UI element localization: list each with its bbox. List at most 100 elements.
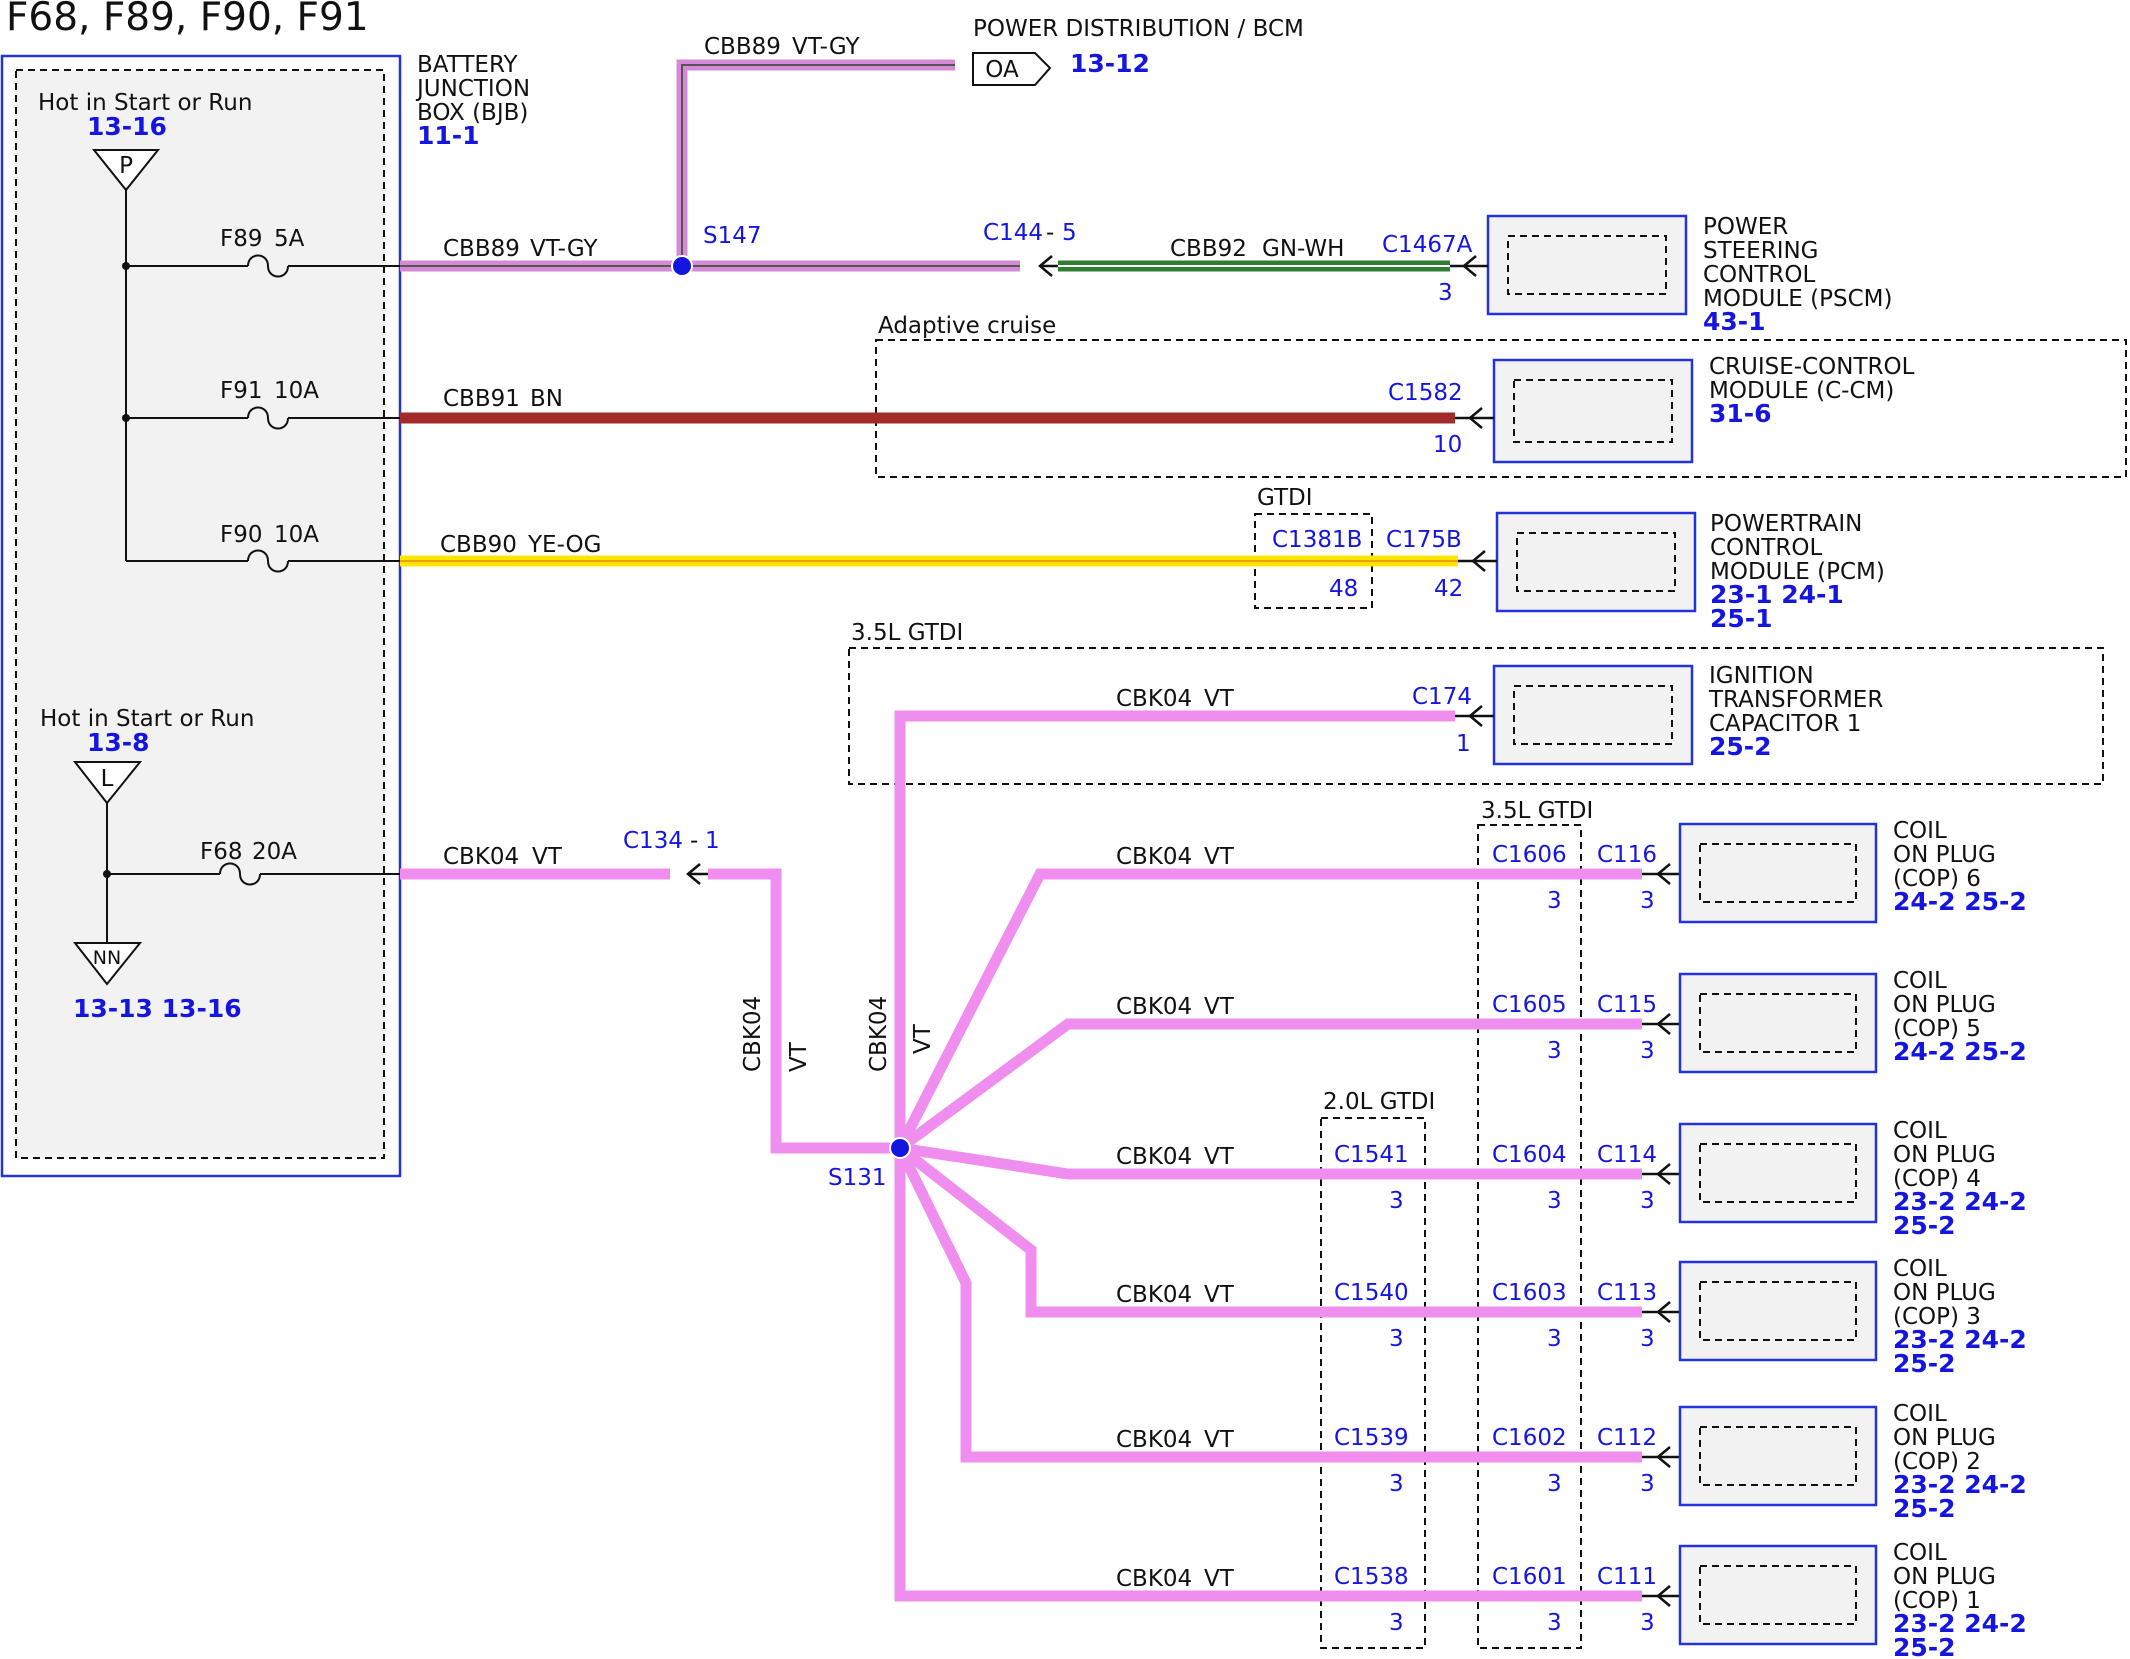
inline-connector-c144[interactable]: C144 - 5 (983, 220, 1077, 277)
f68-fuse-symbol (219, 862, 261, 886)
gtdi35-column-box (1477, 824, 1582, 1649)
bjb-name-line3: BOX (BJB) (417, 100, 528, 126)
f91-fuse-symbol (247, 406, 289, 430)
c144-label: C144 (983, 220, 1043, 246)
pcm-name-3: MODULE (PCM) (1710, 559, 1885, 585)
cop-name-line: ON PLUG (1893, 842, 1996, 868)
cop-connector: C114 (1597, 1142, 1657, 1168)
cop-name-line: COIL (1893, 1401, 1947, 1427)
cop-name-line: (COP) 3 (1893, 1304, 1981, 1330)
splice-s147[interactable] (671, 255, 693, 277)
ccm-ref[interactable]: 31-6 (1709, 399, 1772, 428)
f68-name: F68 (200, 839, 243, 865)
pscm-connector: C1467A (1382, 232, 1473, 258)
itc-name-1: IGNITION (1709, 663, 1814, 689)
wire-label-cbb89-top-circuit: CBB89 (704, 34, 781, 60)
wire-cbk04-to-cop3[interactable] (896, 1143, 1642, 1318)
cop-20-pin: 3 (1389, 1188, 1404, 1214)
module-ccm[interactable]: C1582 10 CRUISE-CONTROL MODULE (C-CM) 31… (1388, 354, 1915, 464)
pscm-inner-dashed (1507, 235, 1667, 295)
pscm-name-2: STEERING (1703, 238, 1819, 264)
splice-s131[interactable] (889, 1137, 911, 1159)
pscm-ref[interactable]: 43-1 (1703, 307, 1766, 336)
cop-connector: C113 (1597, 1280, 1657, 1306)
wire-cbk04-to-cop5[interactable] (896, 1018, 1642, 1153)
cop-ref[interactable]: 24-2 25-2 (1893, 1037, 2027, 1066)
cop-arrow (1656, 863, 1671, 885)
wire-cbk04-to-cop2[interactable] (895, 1145, 1642, 1463)
feed-bottom-ref[interactable]: 13-8 (87, 728, 150, 757)
ground-refs[interactable]: 13-13 13-16 (73, 994, 242, 1023)
f90-fuse-symbol (247, 549, 289, 573)
pcm-ref-2[interactable]: 25-1 (1710, 604, 1773, 633)
wire-label-cbb92-circuit: CBB92 (1170, 236, 1247, 262)
inline-connector-c134[interactable]: C134 - 1 (623, 828, 720, 885)
wire-cbk04-c134-to-s131[interactable] (708, 868, 900, 1154)
wire-cbk04-to-itc[interactable] (894, 710, 1455, 1148)
f89-junction-dot (122, 262, 130, 270)
cop-pin: 3 (1640, 1038, 1655, 1064)
cop-20-connector: C1539 (1334, 1425, 1409, 1451)
cop-ref[interactable]: 23-2 24-2 (1893, 1609, 2027, 1638)
pcm-name-1: POWERTRAIN (1710, 511, 1862, 537)
cop-20-pin: 3 (1389, 1326, 1404, 1352)
cop-box (1678, 1260, 1878, 1362)
wire-label-cbb89-top-color: VT-GY (792, 34, 860, 60)
wire-label-cbk04-f68-circuit: CBK04 (443, 844, 519, 870)
f90-rating: 10A (274, 522, 319, 548)
feed-top-ref[interactable]: 13-16 (87, 112, 167, 141)
power-distribution-label: POWER DISTRIBUTION / BCM (973, 16, 1304, 42)
cop-ref[interactable]: 23-2 24-2 (1893, 1325, 2027, 1354)
wire-label-cbb90-color: YE-OG (527, 532, 601, 558)
cop-ref[interactable]: 24-2 25-2 (1893, 887, 2027, 916)
pscm-box (1486, 214, 1688, 316)
wire-label-cbb89-color: VT-GY (530, 236, 598, 262)
splice-s131-label: S131 (828, 1165, 887, 1191)
pscm-name-4: MODULE (PSCM) (1703, 286, 1892, 312)
feed-top-symbol: P (119, 153, 133, 179)
wire-cbk04-to-cop1[interactable] (894, 1148, 1642, 1602)
itc-ref[interactable]: 25-2 (1709, 732, 1772, 761)
wire-cbk04-to-cop6[interactable] (895, 868, 1642, 1151)
cop-35-pin: 3 (1547, 1038, 1562, 1064)
bjb-name-line1: BATTERY (417, 52, 518, 78)
wire-label-cbk04-itc-circuit: CBK04 (1116, 686, 1192, 712)
itc-arrow (1468, 705, 1483, 727)
cop-connector: C116 (1597, 842, 1657, 868)
cop-inner-dashed (1699, 993, 1857, 1053)
bjb-ref[interactable]: 11-1 (417, 121, 480, 150)
itc-box (1492, 664, 1694, 766)
cop-arrow (1656, 1013, 1671, 1035)
pcm-ref-1[interactable]: 23-1 24-1 (1710, 580, 1844, 609)
cop-35-connector: C1605 (1492, 992, 1567, 1018)
cop-ref[interactable]: 25-2 (1893, 1349, 1956, 1378)
oa-connector-symbol[interactable] (972, 52, 1052, 86)
ground-triangle-symbol (72, 942, 143, 986)
module-pcm[interactable]: C175B 42 C1381B 48 POWERTRAIN CONTROL MO… (1272, 511, 1885, 633)
cop-ref[interactable]: 23-2 24-2 (1893, 1187, 2027, 1216)
cop-name-line: (COP) 5 (1893, 1016, 1981, 1042)
cop-ref[interactable]: 25-2 (1893, 1633, 1956, 1659)
gtdi35-column-label: 3.5L GTDI (1481, 798, 1593, 824)
power-distribution-ref[interactable]: 13-12 (1070, 49, 1150, 78)
cop-ref[interactable]: 25-2 (1893, 1211, 1956, 1240)
module-itc[interactable]: C174 1 IGNITION TRANSFORMER CAPACITOR 1 … (1412, 663, 1883, 766)
cop-name-line: COIL (1893, 1256, 1947, 1282)
f90-name: F90 (220, 522, 263, 548)
module-pscm[interactable]: C1467A 3 POWER STEERING CONTROL MODULE (… (1382, 214, 1892, 336)
wire-cbk04-to-cop4[interactable] (899, 1142, 1642, 1180)
cop-ref[interactable]: 23-2 24-2 (1893, 1470, 2027, 1499)
cop-connector: C112 (1597, 1425, 1657, 1451)
cop-name-line: ON PLUG (1893, 1564, 1996, 1590)
cop-ref[interactable]: 25-2 (1893, 1494, 1956, 1523)
pcm-connector: C175B (1386, 527, 1462, 553)
pcm-inline-pin: 48 (1329, 576, 1358, 602)
